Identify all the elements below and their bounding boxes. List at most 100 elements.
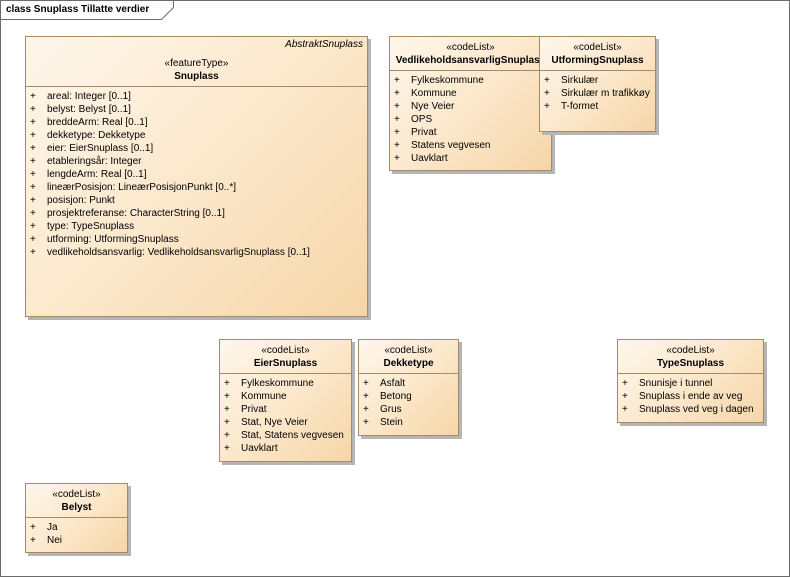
class-type-snuplass[interactable]: «codeList» TypeSnuplass +Snunisje i tunn… (617, 339, 764, 423)
value-text: T-formet (561, 101, 599, 112)
code-value[interactable]: +Fylkeskommune (220, 377, 351, 390)
visibility-marker: + (224, 430, 230, 441)
visibility-marker: + (30, 91, 36, 102)
attribute-item[interactable]: +utforming: UtformingSnuplass (26, 233, 367, 246)
class-header: «codeList» UtformingSnuplass (540, 37, 655, 71)
code-value[interactable]: +Uavklart (220, 442, 351, 455)
value-text: Fylkeskommune (241, 378, 314, 389)
code-value[interactable]: + Statens vegvesen (390, 139, 551, 152)
code-value[interactable]: +Snunisje i tunnel (618, 377, 763, 390)
visibility-marker: + (363, 391, 369, 402)
code-value[interactable]: + OPS (390, 113, 551, 126)
visibility-marker: + (30, 117, 36, 128)
attribute-text: vedlikeholdsansvarlig: Vedlikeholdsansva… (47, 247, 310, 258)
value-text: Privat (411, 127, 437, 138)
visibility-marker: + (30, 130, 36, 141)
attribute-item[interactable]: + belyst: Belyst [0..1] (26, 103, 367, 116)
attribute-item[interactable]: +vedlikeholdsansvarlig: Vedlikeholdsansv… (26, 246, 367, 259)
value-text: Asfalt (380, 378, 406, 389)
visibility-marker: + (30, 104, 36, 115)
code-value[interactable]: +Fylkeskommune (390, 74, 551, 87)
attribute-text: dekketype: Dekketype (47, 130, 146, 141)
code-value[interactable]: +Snuplass ved veg i dagen (618, 403, 763, 416)
code-value[interactable]: + Privat (220, 403, 351, 416)
visibility-marker: + (622, 404, 628, 415)
value-text: Privat (241, 404, 267, 415)
code-value[interactable]: +Privat (390, 126, 551, 139)
visibility-marker: + (30, 143, 36, 154)
visibility-marker: + (363, 378, 369, 389)
code-value[interactable]: +Kommune (220, 390, 351, 403)
class-belyst[interactable]: «codeList» Belyst +Ja +Nei (25, 483, 128, 553)
class-name: UtformingSnuplass (551, 55, 644, 66)
code-value[interactable]: +Sirkulær (540, 74, 655, 87)
value-list: +Sirkulær +Sirkulær m trafikkøy +T-forme… (540, 71, 655, 113)
value-list: + Asfalt + Betong + Grus + Stein (359, 374, 458, 429)
class-name: Belyst (61, 502, 92, 513)
attribute-item[interactable]: +breddeArm: Real [0..1] (26, 116, 367, 129)
attribute-text: etableringsår: Integer (47, 156, 142, 167)
code-value[interactable]: +Snuplass i ende av veg (618, 390, 763, 403)
visibility-marker: + (363, 404, 369, 415)
attribute-item[interactable]: +lengdeArm: Real [0..1] (26, 168, 367, 181)
attribute-item[interactable]: +eier: EierSnuplass [0..1] (26, 142, 367, 155)
class-header: AbstraktSnuplass «featureType» Snuplass (26, 37, 367, 87)
value-text: OPS (411, 114, 433, 125)
code-value[interactable]: +Nye Veier (390, 100, 551, 113)
value-text: Ja (47, 522, 58, 533)
value-text: Nye Veier (411, 101, 455, 112)
value-text: Stat, Nye Veier (241, 417, 308, 428)
class-name: Dekketype (383, 358, 434, 369)
visibility-marker: + (30, 208, 36, 219)
attribute-item[interactable]: +type: TypeSnuplass (26, 220, 367, 233)
class-dekketype[interactable]: «codeList» Dekketype + Asfalt + Betong + Gr… (358, 339, 459, 436)
attribute-text: lengdeArm: Real [0..1] (47, 169, 147, 180)
code-value[interactable]: +Sirkulær m trafikkøy (540, 87, 655, 100)
value-text: Statens vegvesen (411, 140, 491, 151)
attribute-item[interactable]: +posisjon: Punkt (26, 194, 367, 207)
attribute-item[interactable]: + dekketype: Dekketype (26, 129, 367, 142)
value-text: Fylkeskommune (411, 75, 484, 86)
attribute-item[interactable]: +prosjektreferanse: CharacterString [0..… (26, 207, 367, 220)
code-value[interactable]: + Stein (359, 416, 458, 429)
class-vedlikeholdsansvarlig-snuplass[interactable]: «codeList» VedlikeholdsansvarligSnuplass… (389, 36, 552, 171)
value-list: +Fylkeskommune +Kommune +Nye Veier +OPS … (390, 71, 551, 165)
class-header: «codeList» Dekketype (359, 340, 458, 374)
code-value[interactable]: +T-formet (540, 100, 655, 113)
attribute-item[interactable]: +areal: Integer [0..1] (26, 90, 367, 103)
visibility-marker: + (394, 114, 400, 125)
attribute-text: utforming: UtformingSnuplass (47, 234, 179, 245)
code-value[interactable]: + Betong (359, 390, 458, 403)
code-value[interactable]: +Stat, Nye Veier (220, 416, 351, 429)
attribute-text: belyst: Belyst [0..1] (47, 104, 131, 115)
code-value[interactable]: +Stat, Statens vegvesen (220, 429, 351, 442)
visibility-marker: + (224, 391, 230, 402)
visibility-marker: + (224, 443, 230, 454)
class-snuplass[interactable]: AbstraktSnuplass «featureType» Snuplass … (25, 36, 368, 317)
class-header: «codeList» EierSnuplass (220, 340, 351, 374)
visibility-marker: + (394, 140, 400, 151)
attribute-item[interactable]: +lineærPosisjon: LineærPosisjonPunkt [0.… (26, 181, 367, 194)
class-eier-snuplass[interactable]: «codeList» EierSnuplass +Fylkeskommune +… (219, 339, 352, 462)
value-text: Uavklart (411, 153, 448, 164)
code-value[interactable]: +Ja (26, 521, 127, 534)
value-text: Stein (380, 417, 403, 428)
class-name: EierSnuplass (253, 358, 318, 369)
value-text: Betong (380, 391, 412, 402)
class-utforming-snuplass[interactable]: «codeList» UtformingSnuplass +Sirkulær +… (539, 36, 656, 132)
code-value[interactable]: + Grus (359, 403, 458, 416)
stereotype-label: «featureType» (164, 58, 229, 69)
value-text: Grus (380, 404, 402, 415)
code-value[interactable]: +Kommune (390, 87, 551, 100)
stereotype-label: «codeList» (666, 345, 715, 356)
value-text: Snuplass i ende av veg (639, 391, 743, 402)
attribute-item[interactable]: +etableringsår: Integer (26, 155, 367, 168)
visibility-marker: + (224, 404, 230, 415)
value-text: Kommune (411, 88, 457, 99)
stereotype-label: «codeList» (573, 42, 622, 53)
value-text: Sirkulær (561, 75, 599, 86)
code-value[interactable]: +Nei (26, 534, 127, 547)
code-value[interactable]: + Asfalt (359, 377, 458, 390)
visibility-marker: + (363, 417, 369, 428)
code-value[interactable]: +Uavklart (390, 152, 551, 165)
